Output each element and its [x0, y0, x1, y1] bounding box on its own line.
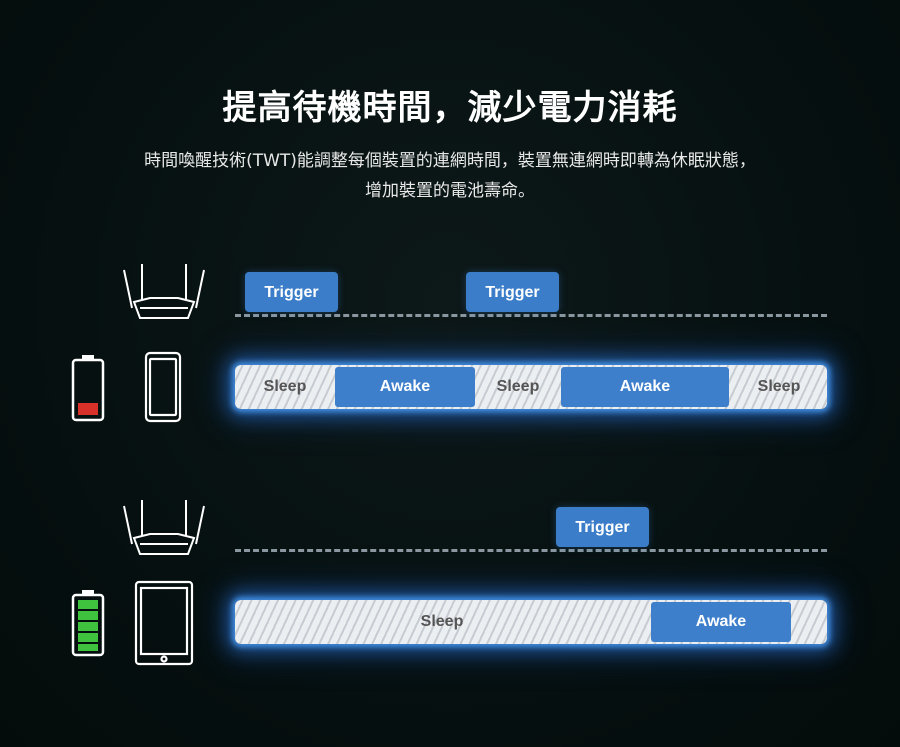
router-icon	[118, 498, 210, 564]
awake-segment: Awake	[335, 367, 475, 407]
sleep-segment: Sleep	[263, 378, 307, 395]
battery-low-icon	[71, 353, 105, 427]
awake-segment: Awake	[651, 602, 791, 642]
sleep-segment: Sleep	[420, 613, 464, 630]
tablet-icon	[134, 580, 194, 670]
network-timeline	[235, 549, 827, 552]
activity-bar: Sleep Awake Sleep Awake Sleep	[235, 365, 827, 409]
page-title: 提高待機時間，減少電力消耗	[222, 88, 678, 128]
phone-icon	[143, 350, 183, 428]
battery-full-icon	[71, 588, 105, 662]
activity-bar: Sleep Awake	[235, 600, 827, 644]
sleep-segment: Sleep	[496, 378, 540, 395]
trigger-badge: Trigger	[556, 507, 649, 547]
trigger-badge: Trigger	[466, 272, 559, 312]
subtitle-line-2: 增加裝置的電池壽命。	[365, 181, 535, 201]
sleep-segment: Sleep	[757, 378, 801, 395]
trigger-badge: Trigger	[245, 272, 338, 312]
router-icon	[118, 262, 210, 328]
network-timeline	[235, 314, 827, 317]
subtitle-line-1: 時間喚醒技術(TWT)能調整每個裝置的連網時間，裝置無連網時即轉為休眠狀態，	[144, 151, 756, 171]
awake-segment: Awake	[561, 367, 729, 407]
